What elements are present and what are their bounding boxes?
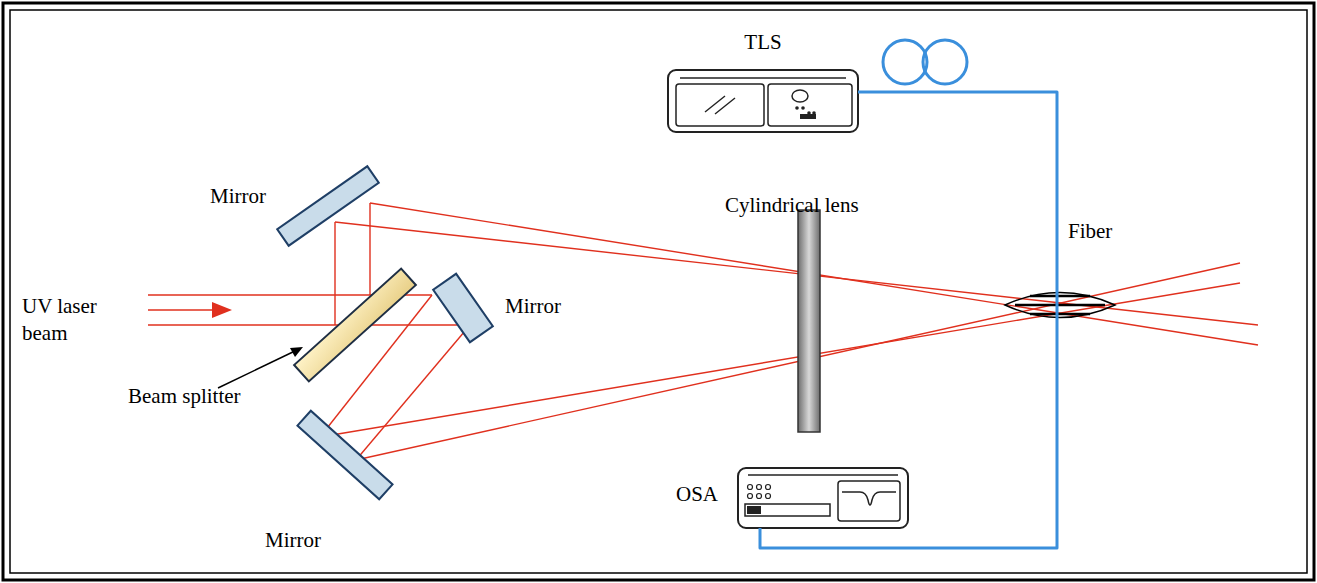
inner-frame [10, 10, 1307, 573]
uv-beam [148, 295, 370, 325]
outer-frame [3, 3, 1314, 580]
instrument-name: TLS [668, 30, 858, 54]
fiber-coil [883, 40, 967, 84]
fiber-label: Fiber [1068, 218, 1112, 245]
osa-instrument-box: OSA [738, 468, 908, 528]
cylindrical-lens [798, 210, 820, 432]
beam-splitter-label: Beam splitter [128, 383, 241, 410]
tls-instrument [668, 70, 858, 132]
mirror-label: Mirror [505, 293, 561, 320]
lens-label: Cylindrical lens [725, 192, 859, 219]
mirror-label: Mirror [210, 183, 266, 210]
beam-splitter [294, 269, 416, 382]
grating-outline [1005, 293, 1115, 318]
grating-lines [1015, 296, 1105, 314]
osa-instrument [738, 468, 908, 528]
tls-instrument-box: TLS [668, 70, 858, 132]
instrument-name: OSA [676, 482, 718, 506]
laser-rays [320, 203, 1258, 460]
beam-arrowhead [212, 302, 232, 318]
leader-arrowhead [290, 347, 303, 357]
beam-label: UV laser beam [22, 293, 114, 348]
leader-line [218, 350, 297, 388]
mirrors [277, 166, 493, 499]
mirror-label: Mirror [265, 527, 321, 554]
optical-fiber [760, 92, 1057, 548]
